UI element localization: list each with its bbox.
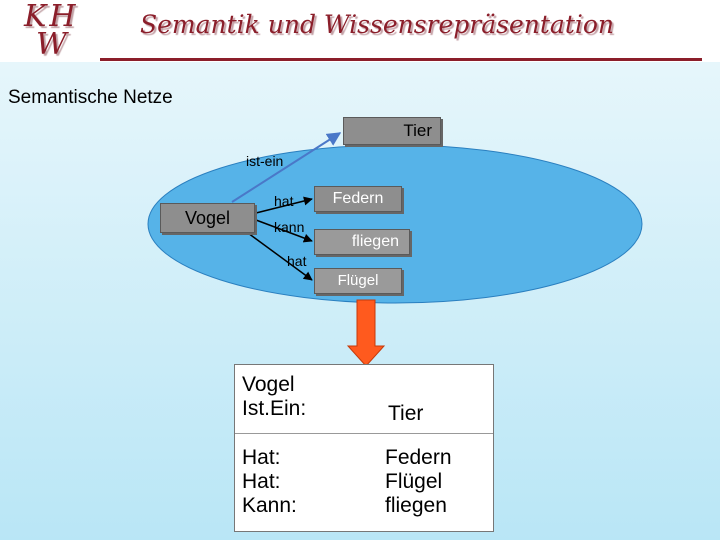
node-tier: Tier [343, 117, 441, 145]
frame-value-fliegen: fliegen [385, 494, 447, 517]
edge-kann-fliegen [255, 219, 313, 243]
khw-logo: KH W [22, 2, 92, 60]
header-title: Semantik und Wissensrepräsentation [140, 10, 615, 39]
frame-value-tier: Tier [388, 402, 424, 425]
edge-label-hat-fluegel: hat [287, 253, 307, 269]
node-fliegen: fliegen [314, 229, 410, 255]
concept-ellipse [147, 144, 643, 304]
edge-ist-ein [231, 132, 342, 203]
edge-label-kann: kann [274, 219, 305, 235]
node-federn: Federn [314, 186, 402, 212]
frame-slot-ist-ein: Ist.Ein: [242, 397, 307, 420]
frame-value-federn: Federn [385, 446, 452, 469]
frame-subject: Vogel [242, 373, 295, 396]
edge-label-ist-ein: ist-ein [246, 153, 284, 169]
frame-slot-kann: Kann: [242, 494, 297, 517]
edge-label-hat-federn: hat [274, 193, 294, 209]
node-vogel: Vogel [160, 203, 255, 233]
frame-table: Vogel Ist.Ein: Tier Hat: Hat: Kann: Fede… [234, 364, 494, 532]
down-arrow [346, 299, 386, 367]
edge-hat-federn [255, 196, 313, 214]
logo-line-2: W [36, 27, 70, 62]
frame-value-fluegel: Flügel [385, 470, 443, 493]
frame-divider [235, 433, 493, 434]
logo-line-1: KH [24, 0, 79, 34]
header-divider [100, 58, 702, 61]
slide-title: Semantische Netze [8, 87, 173, 108]
edge-hat-fluegel [247, 232, 313, 281]
node-fluegel: Flügel [314, 268, 402, 294]
frame-slot-hat-2: Hat: [242, 470, 281, 493]
frame-slot-hat-1: Hat: [242, 446, 281, 469]
